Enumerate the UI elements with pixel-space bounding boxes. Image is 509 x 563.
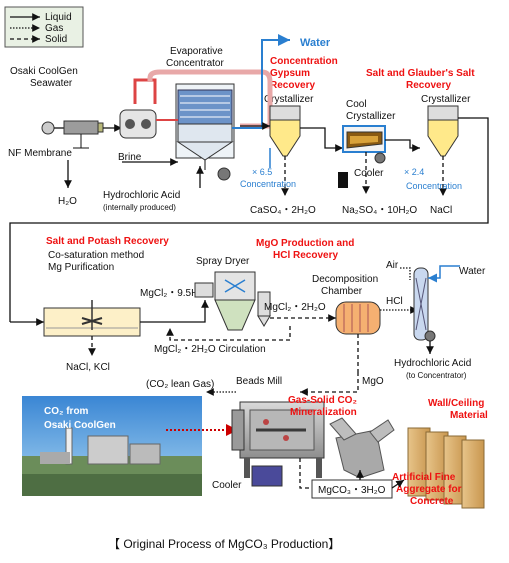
mgco3-box <box>311 479 393 499</box>
gypsum-recovery-label-2: Gypsum <box>270 68 310 79</box>
aggregate-label-1: Artificial Fine <box>392 472 456 483</box>
air-label: Air <box>386 260 399 271</box>
caption: 【 Original Process of MgCO₃ Production】 <box>108 537 340 551</box>
mgcl2-95-label: MgCl₂・9.5H₂O <box>140 288 210 299</box>
decomp-label-1: Decomposition <box>312 274 378 285</box>
to-cool-cryst-line <box>300 127 343 152</box>
loop-line <box>9 117 489 322</box>
legend-gas: Gas <box>45 23 63 34</box>
mgo-production-label-1: MgO Production and <box>256 238 354 249</box>
mgo-label: MgO <box>362 376 384 387</box>
gas-solid-label-2: Mineralization <box>290 407 357 418</box>
crystallizer-2 <box>427 105 459 196</box>
glauber-recovery-label-1: Salt and Glauber's Salt <box>366 68 475 79</box>
to-spray-dryer <box>140 300 209 323</box>
spray-dryer-label: Spray Dryer <box>196 256 250 267</box>
concentration-2-label: Concentration <box>406 181 462 191</box>
h2o-label: H₂O <box>58 196 77 207</box>
mgpur-label: Mg Purification <box>48 262 114 273</box>
gypsum-recovery-label-3: Recovery <box>270 80 315 91</box>
wall-material-image <box>407 427 485 509</box>
to-crystallizer-2 <box>385 139 420 152</box>
beads-mill <box>231 401 325 487</box>
decomp-label-2: Chamber <box>321 286 363 297</box>
gypsum-recovery-label-1: Concentration <box>270 56 338 67</box>
co-saturation-tank <box>10 300 141 356</box>
to-wall <box>391 479 405 489</box>
nacl-kcl-label: NaCl, KCl <box>66 362 110 373</box>
na2so4-label: Na₂SO₄・10H₂O <box>342 205 417 216</box>
wall-material-label-2: Material <box>450 410 488 421</box>
cool-crystallizer-label-2: Crystallizer <box>346 111 396 122</box>
tetrapod-image <box>329 417 395 479</box>
beads-mill-label: Beads Mill <box>236 376 282 387</box>
nf-membrane-unit <box>41 120 122 149</box>
cool-crystallizer <box>338 125 386 194</box>
osaki-seawater-label-2: Seawater <box>30 78 73 89</box>
hcl-in-label-1: Hydrochloric Acid <box>103 190 180 201</box>
caso4-label: CaSO₄・2H₂O <box>250 205 316 216</box>
mgo-production-label-2: HCl Recovery <box>273 250 338 261</box>
water-right-label: Water <box>459 266 486 277</box>
glauber-recovery-label-2: Recovery <box>406 80 451 91</box>
crystallizer-2-label: Crystallizer <box>421 94 471 105</box>
wall-material-label-1: Wall/Ceiling <box>428 398 484 409</box>
crystallizer-1-label: Crystallizer <box>264 94 314 105</box>
aggregate-label-2: Aggregate for <box>396 484 462 495</box>
hcl-absorber <box>400 265 460 354</box>
aggregate-label-3: Concrete <box>410 496 454 507</box>
water-out-line <box>232 34 290 129</box>
cooler-bottom-label: Cooler <box>212 480 242 491</box>
evaporative-label: Evaporative <box>170 46 223 57</box>
legend-liquid: Liquid <box>45 12 72 23</box>
spray-dryer <box>194 271 271 331</box>
circulation-line <box>166 326 291 341</box>
hcl-gas-label: HCl <box>386 296 403 307</box>
co2-from-label-1: CO₂ from <box>44 406 89 417</box>
mill-to-product <box>299 458 312 489</box>
cosat-label: Co-saturation method <box>48 250 144 261</box>
cooler-top-label: Cooler <box>354 168 384 179</box>
gas-solid-label-1: Gas-Solid CO₂ <box>288 395 357 406</box>
x65-label: × 6.5 <box>252 167 272 177</box>
mgco3-label: MgCO₃・3H₂O <box>318 485 386 496</box>
decomposition-chamber <box>335 301 381 372</box>
concentrator-label: Concentrator <box>166 58 224 69</box>
co2-lean-label: (CO₂ lean Gas) <box>146 379 214 390</box>
brine-label: Brine <box>118 152 142 163</box>
legend: Liquid Gas Solid <box>4 6 84 48</box>
legend-solid: Solid <box>45 34 67 45</box>
circulation-label: MgCl₂・2H₂O Circulation <box>154 344 266 355</box>
hcl-out-label-2: (to Concentrator) <box>406 371 467 380</box>
water-top-label: Water <box>300 37 331 49</box>
mgo-line <box>300 372 359 396</box>
osaki-coolgen-photo <box>22 396 202 496</box>
co2-from-label-2: Osaki CoolGen <box>44 420 116 431</box>
crystallizer-1 <box>269 105 301 196</box>
cool-crystallizer-label-1: Cool <box>346 99 367 110</box>
mgcl2-2-label: MgCl₂・2H₂O <box>264 302 326 313</box>
hcl-out-label-1: Hydrochloric Acid <box>394 358 471 369</box>
nf-membrane-label: NF Membrane <box>8 148 72 159</box>
concentration-1-label: Concentration <box>240 179 296 189</box>
nacl-top-label: NaCl <box>430 205 452 216</box>
osaki-seawater-label-1: Osaki CoolGen <box>10 66 78 77</box>
x24-label: × 2.4 <box>404 167 424 177</box>
potash-recovery-label: Salt and Potash Recovery <box>46 236 169 247</box>
hcl-in-label-2: (internally produced) <box>103 203 176 212</box>
